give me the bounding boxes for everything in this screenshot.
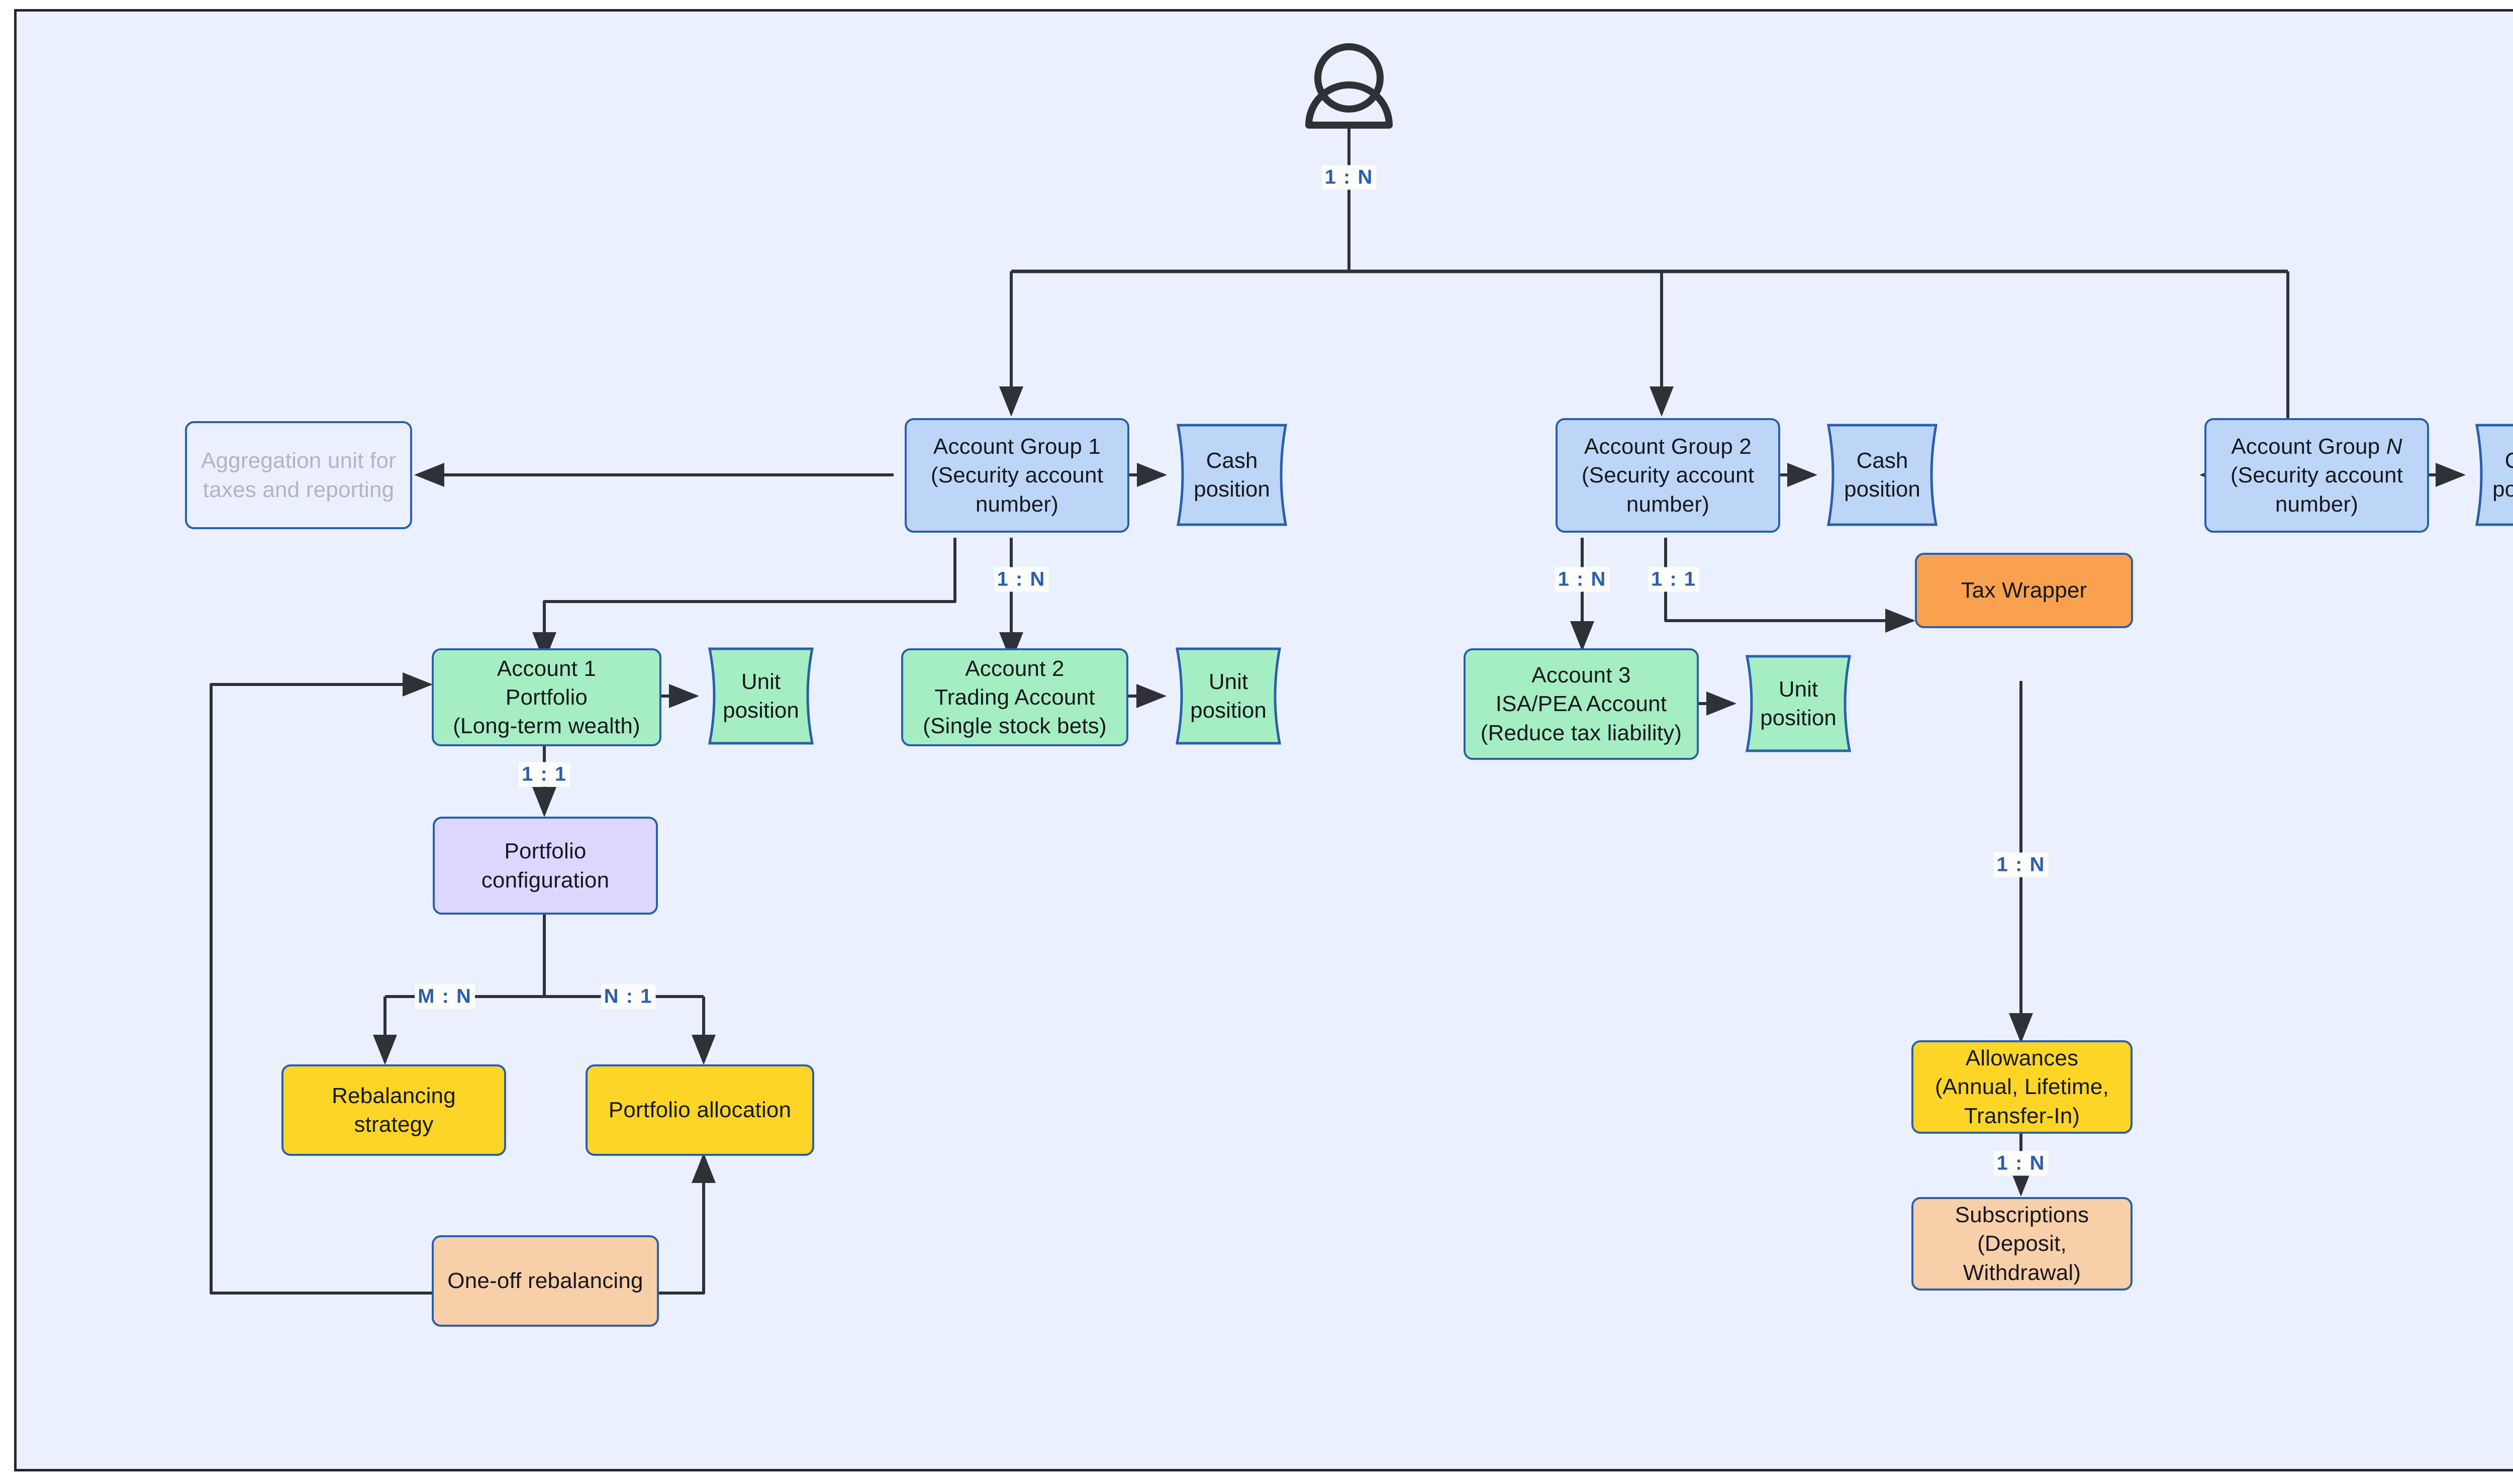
node-cash-position-n[interactable]: Cash position bbox=[2466, 422, 2513, 528]
subscriptions-line3: Withdrawal) bbox=[1963, 1260, 2081, 1285]
document-shape bbox=[1745, 655, 1852, 752]
node-tax-wrapper[interactable]: Tax Wrapper bbox=[1915, 553, 2133, 628]
cash-position-1-line2: position bbox=[1194, 477, 1270, 502]
edge-label-config-to-portfolio-allocation: N : 1 bbox=[601, 984, 656, 1009]
cash-position-n-line2: position bbox=[2492, 477, 2513, 502]
node-account-group-n[interactable]: Account Group N (Security account number… bbox=[2204, 418, 2429, 533]
account-group-n-line3: number) bbox=[2275, 491, 2359, 517]
account-2-line3: (Single stock bets) bbox=[923, 714, 1107, 739]
one-off-rebalancing-line1: One-off rebalancing bbox=[447, 1268, 643, 1294]
node-account-group-2[interactable]: Account Group 2 (Security account number… bbox=[1556, 418, 1780, 533]
document-shape bbox=[2475, 424, 2513, 526]
account-3-line2: ISA/PEA Account bbox=[1495, 691, 1667, 717]
rebalancing-strategy-line1: Rebalancing bbox=[332, 1083, 456, 1108]
rebalancing-strategy-line2: strategy bbox=[354, 1112, 434, 1137]
account-1-line3: (Long-term wealth) bbox=[453, 714, 640, 739]
account-group-n-index: N bbox=[2386, 434, 2402, 459]
document-shape bbox=[1827, 424, 1938, 526]
account-1-line2: Portfolio bbox=[505, 684, 588, 710]
edge-label-allowances-to-subscriptions: 1 : N bbox=[1993, 1151, 2049, 1176]
cash-position-2-line1: Cash bbox=[1856, 448, 1908, 473]
aggregation-unit-line1: Aggregation unit for bbox=[201, 448, 397, 473]
unit-position-1-line1: Unit bbox=[741, 669, 781, 694]
edge-label-group1-to-account2: 1 : N bbox=[994, 567, 1049, 592]
edge-label-config-to-rebalancing-strategy: M : N bbox=[415, 984, 475, 1009]
cash-position-1-line1: Cash bbox=[1206, 448, 1258, 473]
document-shape bbox=[1177, 424, 1287, 526]
account-group-1-line3: number) bbox=[975, 491, 1059, 517]
account-3-line1: Account 3 bbox=[1531, 663, 1631, 688]
portfolio-allocation-line1: Portfolio allocation bbox=[608, 1098, 792, 1123]
unit-position-2-line1: Unit bbox=[1208, 669, 1248, 694]
node-account-group-1[interactable]: Account Group 1 (Security account number… bbox=[905, 418, 1129, 533]
allowances-line1: Allowances bbox=[1965, 1046, 2079, 1071]
node-subscriptions[interactable]: Subscriptions (Deposit, Withdrawal) bbox=[1911, 1197, 2133, 1291]
account-group-2-line1: Account Group 2 bbox=[1584, 434, 1752, 459]
node-unit-position-2[interactable]: Unit position bbox=[1166, 646, 1291, 746]
node-cash-position-2[interactable]: Cash position bbox=[1817, 422, 1947, 528]
account-group-n-line2: (Security account bbox=[2230, 463, 2403, 488]
account-group-2-line3: number) bbox=[1626, 491, 1710, 517]
aggregation-unit-line2: taxes and reporting bbox=[203, 477, 395, 502]
account-2-line2: Trading Account bbox=[934, 684, 1095, 710]
document-shape bbox=[708, 647, 814, 745]
unit-position-3-line2: position bbox=[1760, 706, 1837, 730]
account-group-1-line2: (Security account bbox=[930, 463, 1104, 488]
edge-oneoff-to-account1 bbox=[210, 672, 433, 1295]
subscriptions-line1: Subscriptions bbox=[1955, 1203, 2089, 1228]
node-portfolio-configuration[interactable]: Portfolio configuration bbox=[433, 817, 658, 915]
portfolio-configuration-line2: configuration bbox=[481, 867, 610, 893]
account-2-line1: Account 2 bbox=[965, 656, 1065, 681]
edge-label-group2-to-taxwrapper: 1 : 1 bbox=[1648, 567, 1700, 592]
allowances-line2: (Annual, Lifetime, bbox=[1935, 1074, 2109, 1100]
unit-position-2-line2: position bbox=[1190, 698, 1267, 723]
account-group-n-prefix: Account Group bbox=[2231, 434, 2386, 459]
account-group-2-line2: (Security account bbox=[1581, 463, 1755, 488]
edge-label-actor-to-groups: 1 : N bbox=[1321, 165, 1377, 190]
person-icon bbox=[1305, 43, 1393, 129]
subscriptions-line2: (Deposit, bbox=[1977, 1231, 2067, 1256]
unit-position-3-line1: Unit bbox=[1778, 676, 1818, 702]
node-account-2[interactable]: Account 2 Trading Account (Single stock … bbox=[901, 648, 1128, 746]
edge-group1-to-account1 bbox=[532, 538, 956, 662]
account-1-line1: Account 1 bbox=[497, 656, 597, 681]
account-group-1-line1: Account Group 1 bbox=[933, 434, 1101, 459]
node-account-1[interactable]: Account 1 Portfolio (Long-term wealth) bbox=[432, 648, 661, 746]
edge-label-group2-to-account3: 1 : N bbox=[1555, 567, 1610, 592]
account-group-n-line1: Account Group N bbox=[2213, 432, 2420, 461]
edge-label-taxwrapper-to-allowances: 1 : N bbox=[1993, 852, 2049, 877]
edge-oneoff-to-allocation bbox=[657, 1153, 716, 1295]
node-cash-position-1[interactable]: Cash position bbox=[1167, 422, 1297, 528]
node-one-off-rebalancing[interactable]: One-off rebalancing bbox=[432, 1235, 659, 1327]
tax-wrapper-line1: Tax Wrapper bbox=[1961, 578, 2087, 603]
node-allowances[interactable]: Allowances (Annual, Lifetime, Transfer-I… bbox=[1911, 1040, 2133, 1134]
node-account-3[interactable]: Account 3 ISA/PEA Account (Reduce tax li… bbox=[1464, 648, 1699, 760]
edge-group2-to-taxwrapper bbox=[1664, 538, 1915, 633]
cash-position-2-line2: position bbox=[1844, 477, 1920, 502]
portfolio-configuration-line1: Portfolio bbox=[504, 839, 587, 864]
document-shape bbox=[1175, 647, 1282, 745]
node-unit-position-3[interactable]: Unit position bbox=[1736, 653, 1861, 754]
node-aggregation-unit[interactable]: Aggregation unit for taxes and reporting bbox=[185, 421, 412, 529]
node-portfolio-allocation[interactable]: Portfolio allocation bbox=[586, 1064, 814, 1156]
edge-label-account1-to-config: 1 : 1 bbox=[518, 762, 570, 787]
allowances-line3: Transfer-In) bbox=[1964, 1103, 2080, 1128]
unit-position-1-line2: position bbox=[723, 698, 799, 723]
node-rebalancing-strategy[interactable]: Rebalancing strategy bbox=[281, 1064, 506, 1156]
cash-position-n-line1: Cash bbox=[2504, 448, 2513, 473]
account-3-line3: (Reduce tax liability) bbox=[1480, 720, 1682, 745]
node-unit-position-1[interactable]: Unit position bbox=[699, 646, 823, 746]
